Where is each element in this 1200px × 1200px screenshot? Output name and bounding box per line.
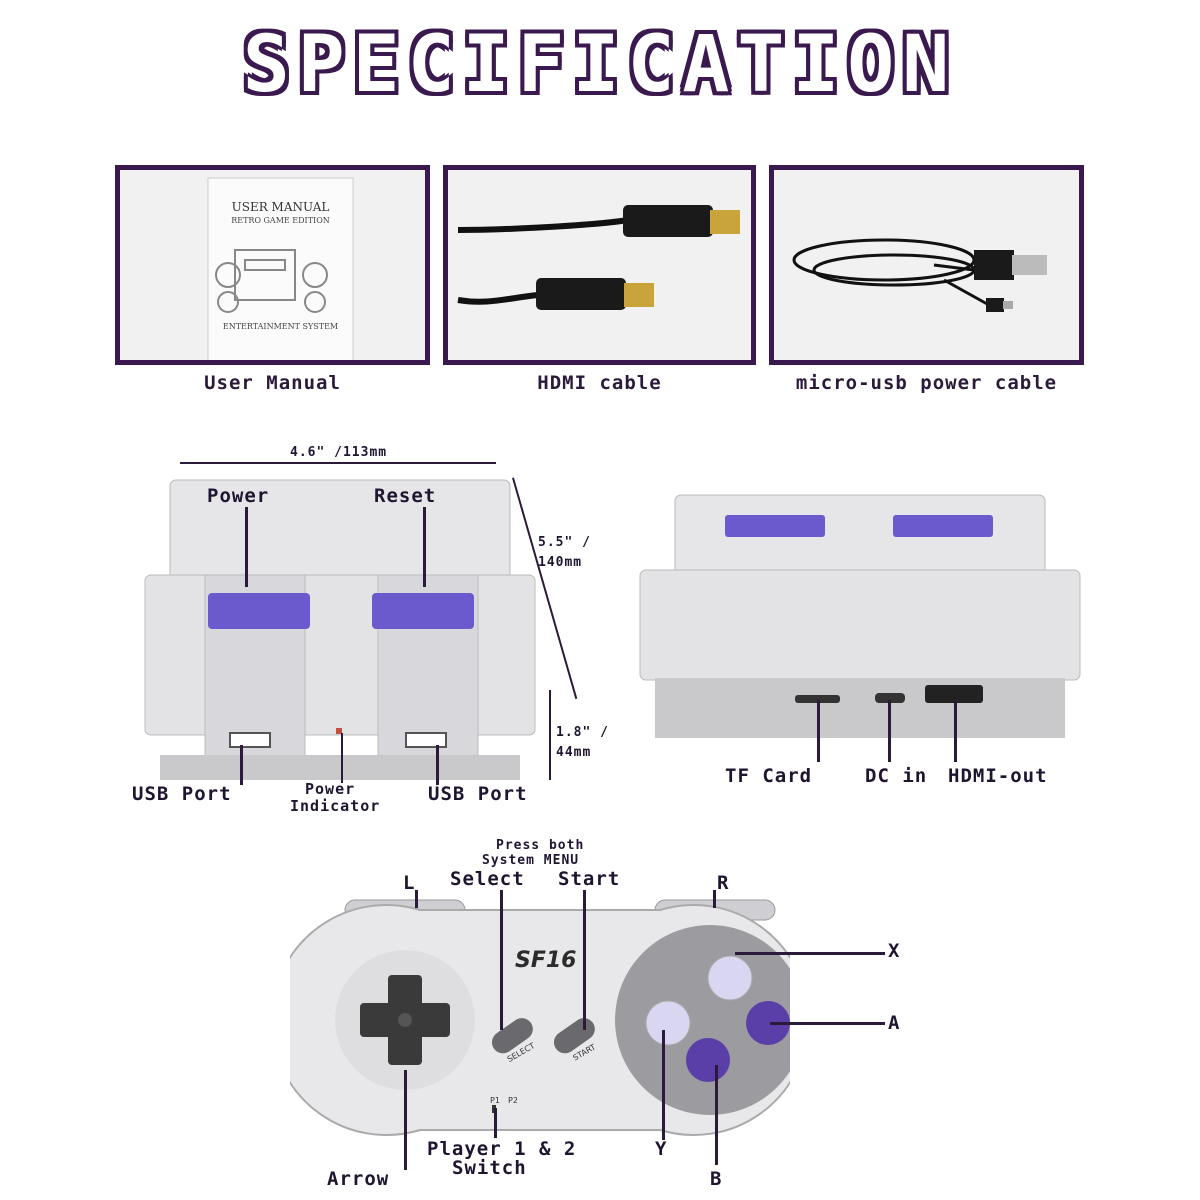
dc-in-label: DC in [865, 765, 928, 787]
hdmi-out-label: HDMI-out [948, 765, 1048, 787]
switch-label-2: Switch [452, 1157, 527, 1179]
usb-port-left-label: USB Port [132, 783, 232, 805]
start-label: Start [558, 868, 621, 890]
arrow-label: Arrow [327, 1168, 390, 1190]
panel-usb-cable [769, 165, 1084, 365]
controller-logo: SF16 [515, 948, 577, 973]
y-label: Y [655, 1138, 668, 1160]
panel-user-manual: USER MANUAL RETRO GAME EDITION ENTERTAIN… [115, 165, 430, 365]
reset-button-label: Reset [374, 485, 437, 507]
user-manual-image [207, 177, 354, 360]
usb-left-pointer [240, 745, 243, 785]
switch-label-1: Player 1 & 2 [427, 1138, 577, 1160]
x-pointer [735, 952, 885, 955]
tf-card-label: TF Card [725, 765, 813, 787]
manual-footer: ENTERTAINMENT SYSTEM [222, 322, 339, 331]
dc-pointer [888, 700, 891, 762]
p2-text: P2 [508, 1096, 518, 1105]
label-hdmi-cable: HDMI cable [537, 372, 662, 394]
r-pointer [713, 890, 716, 908]
b-label: B [710, 1168, 723, 1190]
hdmi-pointer [954, 700, 957, 762]
press-both-label-2: System MENU [482, 853, 580, 868]
select-pointer [500, 890, 503, 1030]
manual-title: USER MANUAL [231, 200, 330, 214]
height-dimension-1: 1.8" / [556, 725, 609, 740]
depth-dimension-1: 5.5" / [538, 535, 591, 550]
usb-right-pointer [436, 745, 439, 785]
y-pointer [662, 1030, 665, 1140]
l-pointer [415, 890, 418, 908]
a-label: A [888, 1012, 901, 1034]
height-dimension-line [549, 690, 551, 780]
arrow-pointer [404, 1070, 407, 1170]
l-label: L [403, 872, 416, 894]
console-back-image [639, 494, 1081, 738]
b-pointer [715, 1065, 718, 1165]
power-indicator-label-2: Indicator [290, 797, 381, 815]
manual-subtitle: RETRO GAME EDITION [231, 216, 330, 225]
a-pointer [770, 1022, 885, 1025]
indicator-pointer [341, 733, 343, 783]
power-indicator-label-1: Power [305, 780, 356, 798]
width-dimension: 4.6" /113mm [290, 445, 388, 460]
select-label: Select [450, 868, 525, 890]
p1-text: P1 [490, 1096, 500, 1105]
console-front-image [144, 479, 536, 780]
usb-port-right-label: USB Port [428, 783, 528, 805]
reset-pointer [423, 507, 426, 587]
hdmi-cable-image [457, 205, 740, 310]
press-both-label-1: Press both [496, 838, 585, 853]
height-dimension-2: 44mm [556, 745, 592, 760]
usb-cable-image [792, 238, 1047, 312]
r-label: R [717, 872, 730, 894]
label-usb-cable: micro-usb power cable [795, 372, 1058, 394]
panel-hdmi-cable [443, 165, 756, 365]
depth-dimension-2: 140mm [538, 555, 583, 570]
switch-pointer [494, 1108, 497, 1138]
power-button-label: Power [207, 485, 270, 507]
tf-pointer [817, 700, 820, 762]
x-label: X [888, 940, 901, 962]
power-pointer [245, 507, 248, 587]
controller-image [290, 899, 790, 1136]
label-user-manual: User Manual [204, 372, 341, 394]
width-dimension-line [180, 462, 496, 464]
start-pointer [583, 890, 586, 1030]
page-title: SPECIFICATION [242, 20, 958, 110]
